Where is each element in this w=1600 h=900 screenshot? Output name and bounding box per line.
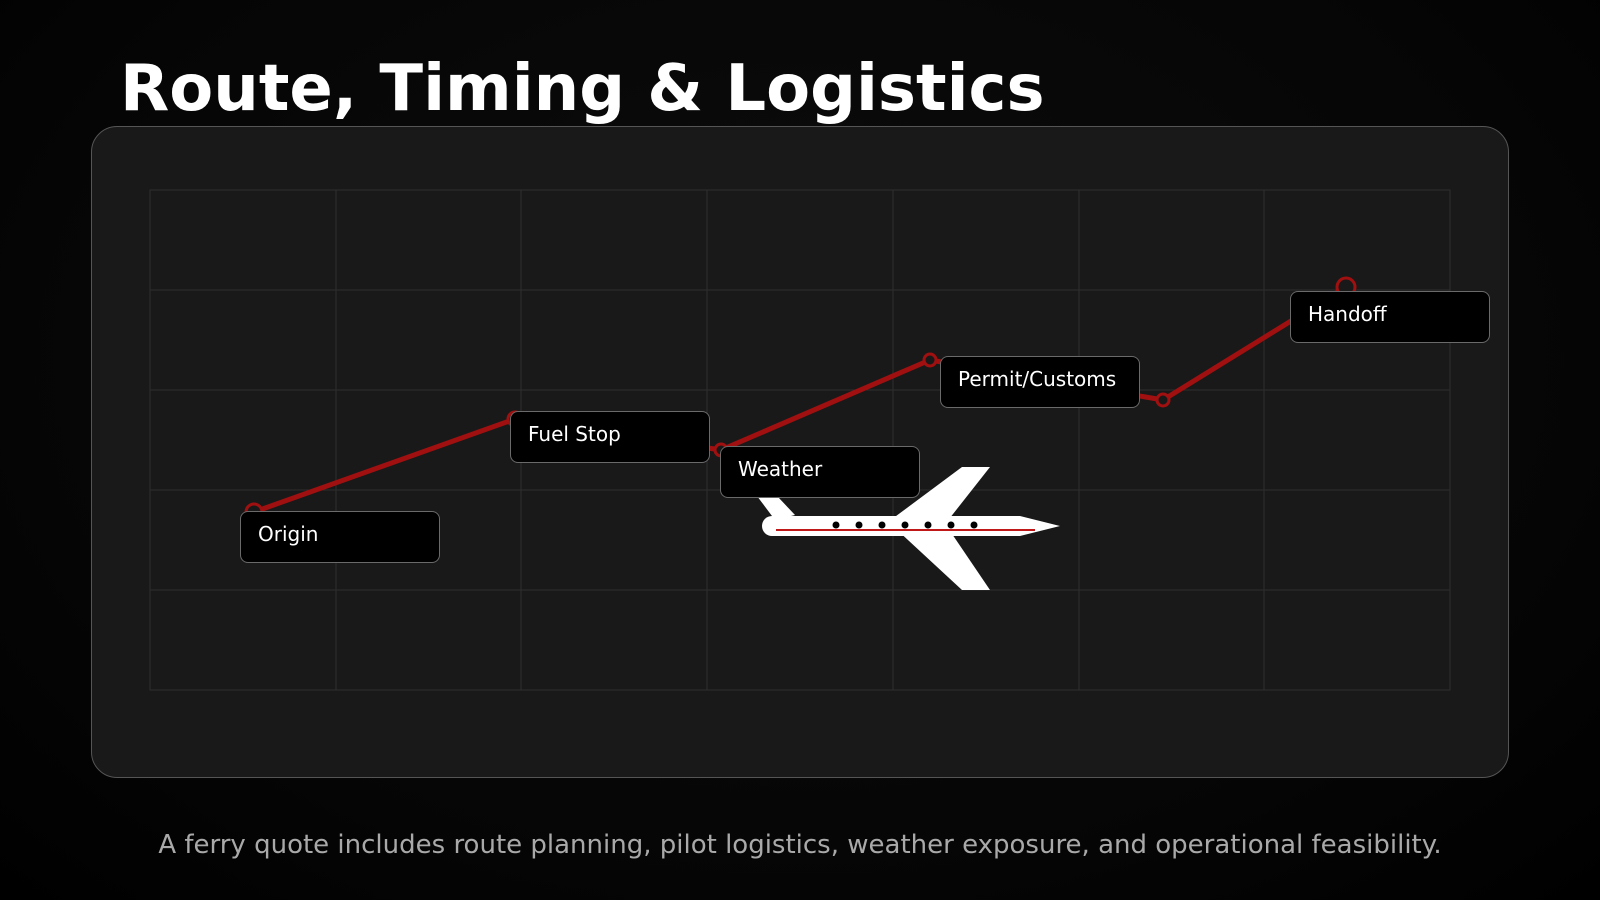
waypoint-label-origin: Origin — [240, 511, 440, 563]
route-node — [922, 352, 938, 368]
waypoint-label-fuel-stop: Fuel Stop — [510, 411, 710, 463]
waypoint-label-weather: Weather — [720, 446, 920, 498]
jet-airplane-icon — [745, 467, 1060, 590]
map-grid — [149, 189, 1451, 691]
waypoint-label-handoff: Handoff — [1290, 291, 1490, 343]
route-node — [1155, 392, 1171, 408]
page-title: Route, Timing & Logistics — [120, 52, 1045, 126]
slide-caption: A ferry quote includes route planning, p… — [158, 830, 1442, 860]
waypoint-label-permit-customs: Permit/Customs — [940, 356, 1140, 408]
route-line — [251, 284, 1349, 515]
